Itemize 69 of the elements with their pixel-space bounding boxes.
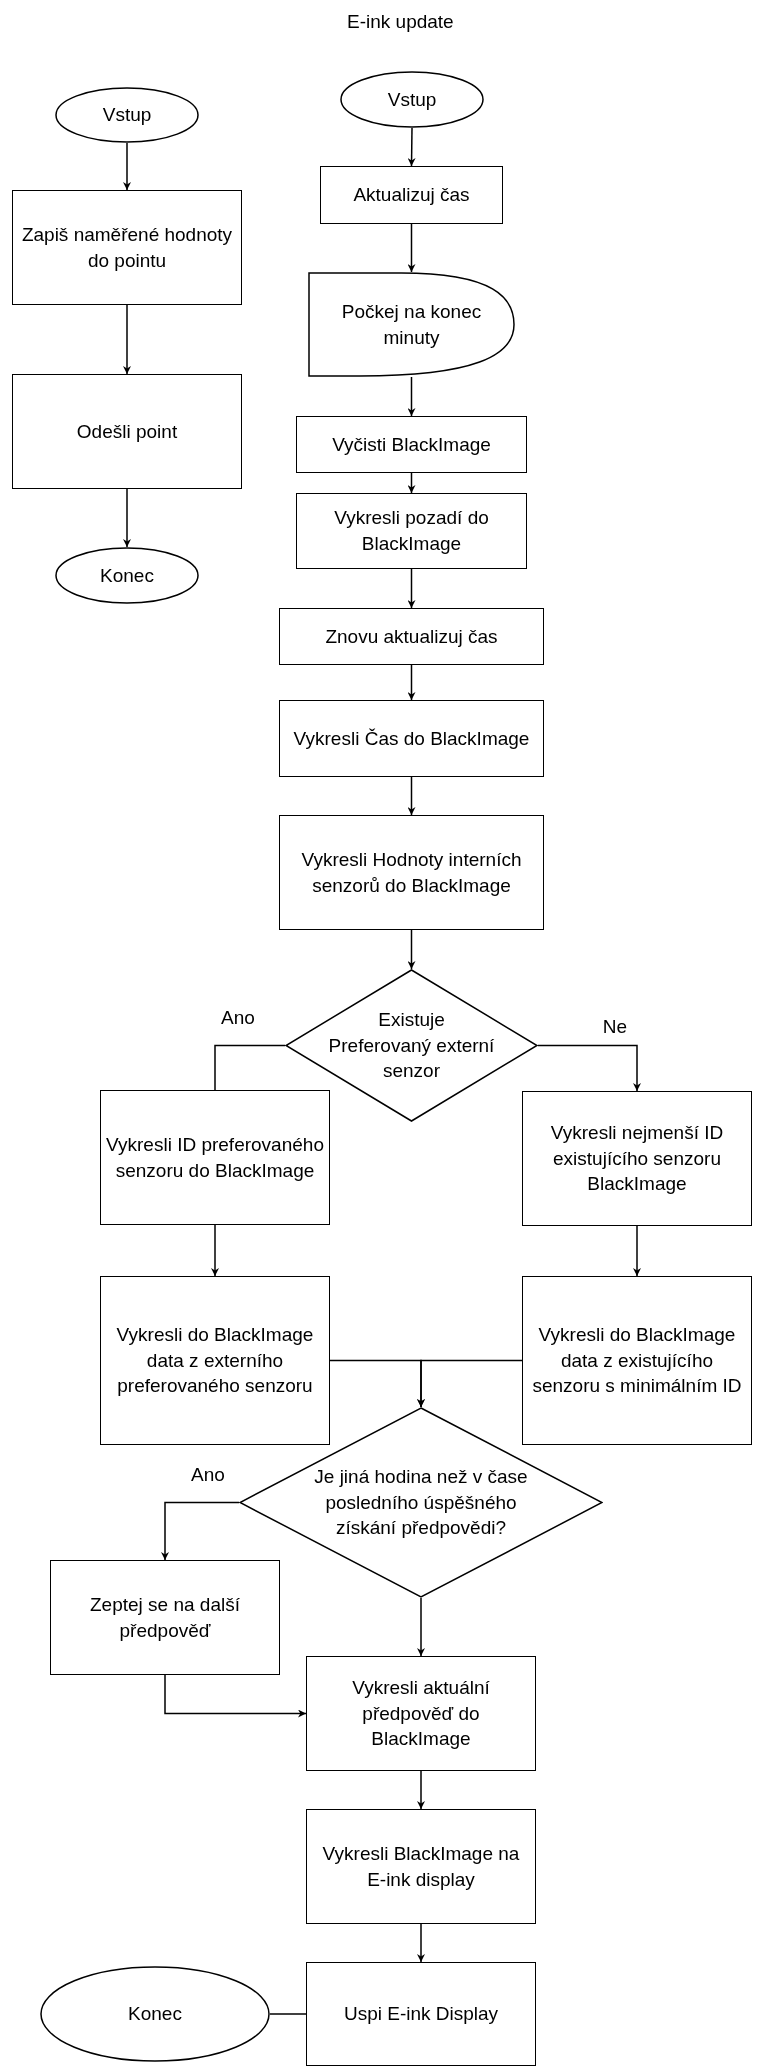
process-box — [12, 190, 242, 305]
process-box — [522, 1276, 752, 1445]
step-label: Vykresli BlackImage na E-ink display — [321, 1841, 521, 1892]
arrow — [123, 142, 131, 191]
terminal-ellipse — [55, 547, 199, 604]
arrow — [123, 304, 131, 375]
process-box — [320, 166, 503, 224]
step-label: Je jiná hodina než v čase posledního úspěšného získání předpovědi? — [313, 1465, 529, 1541]
process-box — [306, 1656, 536, 1771]
arrow — [633, 1225, 641, 1277]
process-box — [306, 1962, 536, 2066]
delay-shape — [308, 272, 515, 377]
process-box — [306, 1809, 536, 1924]
process-box — [279, 608, 544, 665]
step-label: Vykresli aktuální předpověď do BlackImage — [351, 1676, 491, 1752]
arrow — [417, 1770, 425, 1810]
step-label: Vykresli nejmenší ID existujícího senzoru BlackImage — [549, 1121, 725, 1197]
process-box — [100, 1090, 330, 1225]
process-box — [279, 700, 544, 777]
step-label: Vyčisti BlackImage — [331, 432, 492, 457]
terminal-ellipse — [55, 87, 199, 143]
process-box — [279, 815, 544, 930]
process-box — [12, 374, 242, 489]
step-label: Odešli point — [75, 419, 179, 444]
process-box — [296, 416, 527, 473]
arrow — [407, 127, 416, 167]
step-label: Vstup — [101, 103, 153, 128]
column-title: E-ink update — [347, 10, 454, 34]
step-label: Vykresli Hodnoty interních senzorů do BlackImage — [300, 847, 523, 898]
arrow — [407, 376, 416, 417]
arrow — [123, 488, 131, 548]
arrow — [407, 664, 416, 701]
process-box — [522, 1091, 752, 1226]
step-label: Konec — [127, 2002, 183, 2027]
decision-diamond — [239, 1407, 603, 1598]
step-label: Aktualizuj čas — [352, 183, 471, 208]
connector-line — [214, 1044, 286, 1091]
arrow — [161, 1501, 240, 1561]
step-label: Vykresli do BlackImage data z existujícího senzoru s minimálním ID — [531, 1323, 743, 1399]
arrow — [537, 1044, 641, 1092]
arrow — [417, 1597, 425, 1657]
step-label: Vykresli ID preferovaného senzoru do BlackImage — [105, 1132, 325, 1183]
connector-line — [269, 2013, 307, 2015]
arrow — [407, 223, 416, 273]
terminal-ellipse — [40, 1966, 270, 2062]
step-label: Zapiš naměřené hodnoty do pointu — [20, 222, 234, 273]
decision-diamond — [285, 969, 538, 1122]
arrow — [211, 1224, 219, 1277]
step-label: Vykresli do BlackImage data z externího preferovaného senzoru — [115, 1323, 315, 1399]
step-label: Konec — [99, 563, 155, 588]
process-box — [50, 1560, 280, 1675]
arrow — [417, 1923, 425, 1963]
step-label: Uspi E-ink Display — [342, 2002, 500, 2027]
arrow — [407, 472, 416, 494]
step-label: Vykresli Čas do BlackImage — [292, 726, 531, 751]
process-box — [296, 493, 527, 569]
terminal-ellipse — [340, 71, 484, 128]
step-label: Existuje Preferovaný externí senzor — [328, 1008, 495, 1084]
step-label: Znovu aktualizuj čas — [324, 624, 499, 649]
step-label: Vykresli pozadí do BlackImage — [333, 506, 490, 556]
arrow — [417, 1359, 523, 1408]
step-label: Vstup — [386, 87, 438, 112]
arrow — [164, 1674, 307, 1718]
arrow — [407, 776, 416, 816]
step-label: Počkej na konec minuty — [340, 299, 483, 350]
step-label: Zeptej se na další předpověď — [89, 1592, 241, 1643]
arrow — [407, 929, 416, 970]
process-box — [100, 1276, 330, 1445]
arrow — [407, 568, 416, 609]
